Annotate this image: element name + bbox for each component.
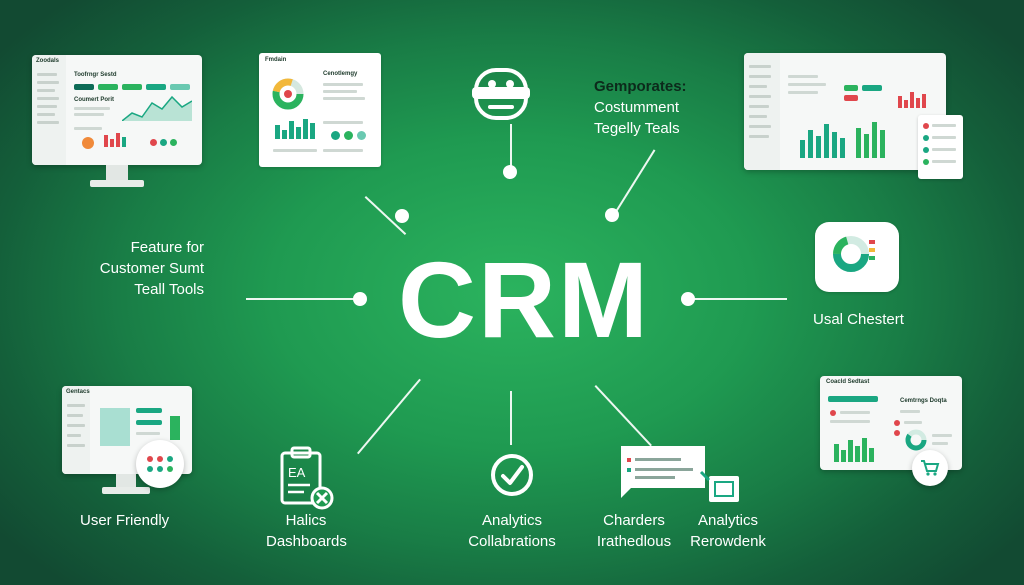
connector-dot-top [503,165,517,179]
connector-dot-right [681,292,695,306]
panel-header: Cemtrngs Doqta [900,398,947,404]
apps-circle [136,440,184,488]
connector-line-bottom-center [510,391,512,445]
cart-icon [921,460,940,476]
label-usal-chestert: Usal Chestert [813,311,904,328]
dashboard-subheader: Coumert Porit [74,97,115,103]
dashboard-screen-top-right [744,53,946,170]
card-header: Cenotlemgy [323,71,358,77]
connector-line-top [510,124,512,172]
connector-dot-top-right [605,208,619,222]
connector-line-left [246,298,358,300]
connector-line-bottom-right [594,385,652,447]
panel-brand: Coacld Sedtast [826,379,870,385]
donut-chart-card [815,222,899,292]
label-charders: Charders Irathedlous [596,512,672,550]
robot-face-icon [472,68,530,120]
panel-donut [905,429,927,451]
label-halics-dashboards: Halics Dashboards [266,512,347,550]
clipboard-icon: EA [280,446,334,510]
connector-dot-left [353,292,367,306]
check-circle-icon [491,454,533,496]
label-gemporates: Gemporates: Costumment Tegelly Teals [594,78,687,137]
analytics-card-top: Fmdain Cenotlemgy [259,53,381,167]
connector-dot-top-left [395,209,409,223]
connector-line-bottom-left [357,378,421,455]
dashboard-header: Toofrngr Sestd [74,72,117,78]
svg-text:EA: EA [288,465,306,480]
monitor-top-left: Zoodals Toofrngr Sestd Coumert Porit [32,55,202,188]
chat-window-icon [621,446,739,502]
donut-chart-small [272,78,304,110]
donut-chart-icon [833,236,875,272]
contact-list-panel [918,115,963,179]
label-user-friendly: User Friendly [80,512,170,529]
label-analytics-collaborations: Analytics Collabrations [468,512,556,550]
crm-title: CRM [398,239,650,360]
brand-name: Zoodals [36,58,60,64]
label-feature-tools: Feature for Customer Sumt Teall Tools [99,239,204,298]
brand-name-bottom: Gentacs [66,389,90,395]
cart-circle [912,450,948,486]
card-brand: Fmdain [265,57,287,63]
dashboard-screen-bottom-right: Coacld Sedtast Cemtrngs Doqta [820,376,962,470]
connector-line-top-right [614,149,656,215]
connector-line-right [690,298,787,300]
area-chart [122,95,192,121]
monitor-bottom-left: Gentacs [62,386,192,496]
label-analytics-rerowdenk: Analytics Rerowdenk [690,512,766,550]
dashboard-screen: Zoodals Toofrngr Sestd Coumert Porit [32,55,202,165]
